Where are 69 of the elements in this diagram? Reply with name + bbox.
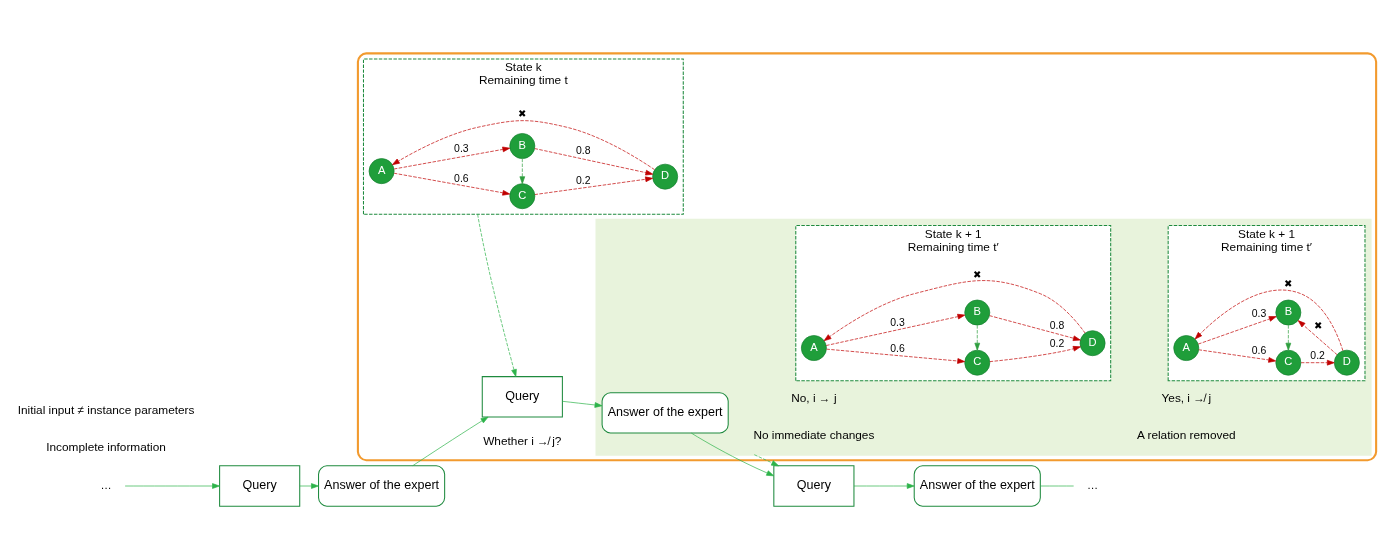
node-circle: B bbox=[1275, 299, 1302, 325]
node-circle: C bbox=[964, 349, 991, 376]
arrow bbox=[989, 345, 1081, 362]
edge-label: 0.8 bbox=[576, 144, 591, 156]
arrow bbox=[853, 482, 915, 489]
node-box: Query bbox=[219, 464, 301, 507]
node-box: Query bbox=[773, 464, 855, 507]
arrow bbox=[1300, 359, 1335, 365]
edge-label: ✖ bbox=[973, 268, 982, 280]
arrow bbox=[534, 147, 654, 175]
node-circle: A bbox=[368, 157, 395, 184]
edge-label: 0.3 bbox=[890, 316, 905, 328]
arrow bbox=[1297, 319, 1338, 355]
edge-label: ✖ bbox=[518, 107, 527, 119]
label: A relation removed bbox=[1136, 427, 1236, 442]
node-circle: D bbox=[1334, 349, 1360, 376]
node-box: Query bbox=[481, 375, 563, 418]
arrow bbox=[753, 453, 779, 466]
label: Incomplete information bbox=[46, 439, 166, 454]
arrow bbox=[974, 324, 981, 350]
arrow bbox=[1198, 348, 1276, 363]
edge-label: ✖ bbox=[1313, 319, 1322, 331]
arrow bbox=[393, 172, 511, 196]
arrow bbox=[392, 119, 655, 170]
edge-label: 0.6 bbox=[890, 342, 905, 354]
arrow bbox=[989, 314, 1081, 341]
label: No, i → j bbox=[791, 390, 837, 405]
arrow bbox=[412, 416, 489, 466]
arrow bbox=[562, 400, 603, 408]
node-box: Answer of the expert bbox=[913, 464, 1041, 507]
arrow bbox=[477, 213, 517, 377]
arrow bbox=[826, 348, 965, 364]
node-circle: C bbox=[1275, 349, 1302, 376]
node-circle: B bbox=[509, 132, 536, 159]
edge-label: 0.3 bbox=[1251, 307, 1267, 319]
node-circle: A bbox=[1173, 334, 1200, 361]
edge-label: 0.2 bbox=[576, 174, 591, 186]
node-circle: D bbox=[1079, 329, 1106, 356]
node-circle: A bbox=[801, 334, 827, 361]
node-text: … bbox=[1087, 478, 1099, 491]
edge-label: 0.2 bbox=[1310, 349, 1325, 361]
arrow bbox=[1198, 315, 1277, 344]
node-box: Answer of the expert bbox=[601, 391, 729, 434]
node-text: … bbox=[100, 478, 112, 491]
node-circle: C bbox=[509, 182, 536, 209]
edge-label: ✖ bbox=[1284, 277, 1293, 289]
arrow bbox=[519, 157, 526, 184]
arrow bbox=[690, 432, 775, 476]
node-circle: B bbox=[964, 299, 991, 325]
label: Whether i ↛ j? bbox=[483, 433, 562, 448]
edge-label: 0.3 bbox=[454, 142, 469, 154]
arrow bbox=[1194, 289, 1344, 351]
arrow bbox=[823, 279, 1086, 341]
edge-label: 0.2 bbox=[1049, 337, 1065, 349]
label: No immediate changes bbox=[753, 427, 875, 442]
arrow bbox=[124, 482, 220, 489]
arrow bbox=[1285, 324, 1292, 350]
node-circle: D bbox=[652, 163, 679, 190]
arrow bbox=[299, 482, 319, 489]
arrow bbox=[393, 146, 511, 169]
edge-label: 0.6 bbox=[454, 172, 469, 184]
arrow bbox=[825, 313, 966, 346]
edge-label: 0.8 bbox=[1049, 319, 1065, 331]
label: Yes, i ↛ j bbox=[1161, 390, 1212, 405]
label: Initial input ≠ instance parameters bbox=[17, 402, 195, 417]
connector bbox=[1040, 485, 1074, 486]
edge-label: 0.6 bbox=[1251, 344, 1267, 356]
arrow bbox=[534, 176, 653, 195]
node-box: Answer of the expert bbox=[318, 464, 446, 507]
